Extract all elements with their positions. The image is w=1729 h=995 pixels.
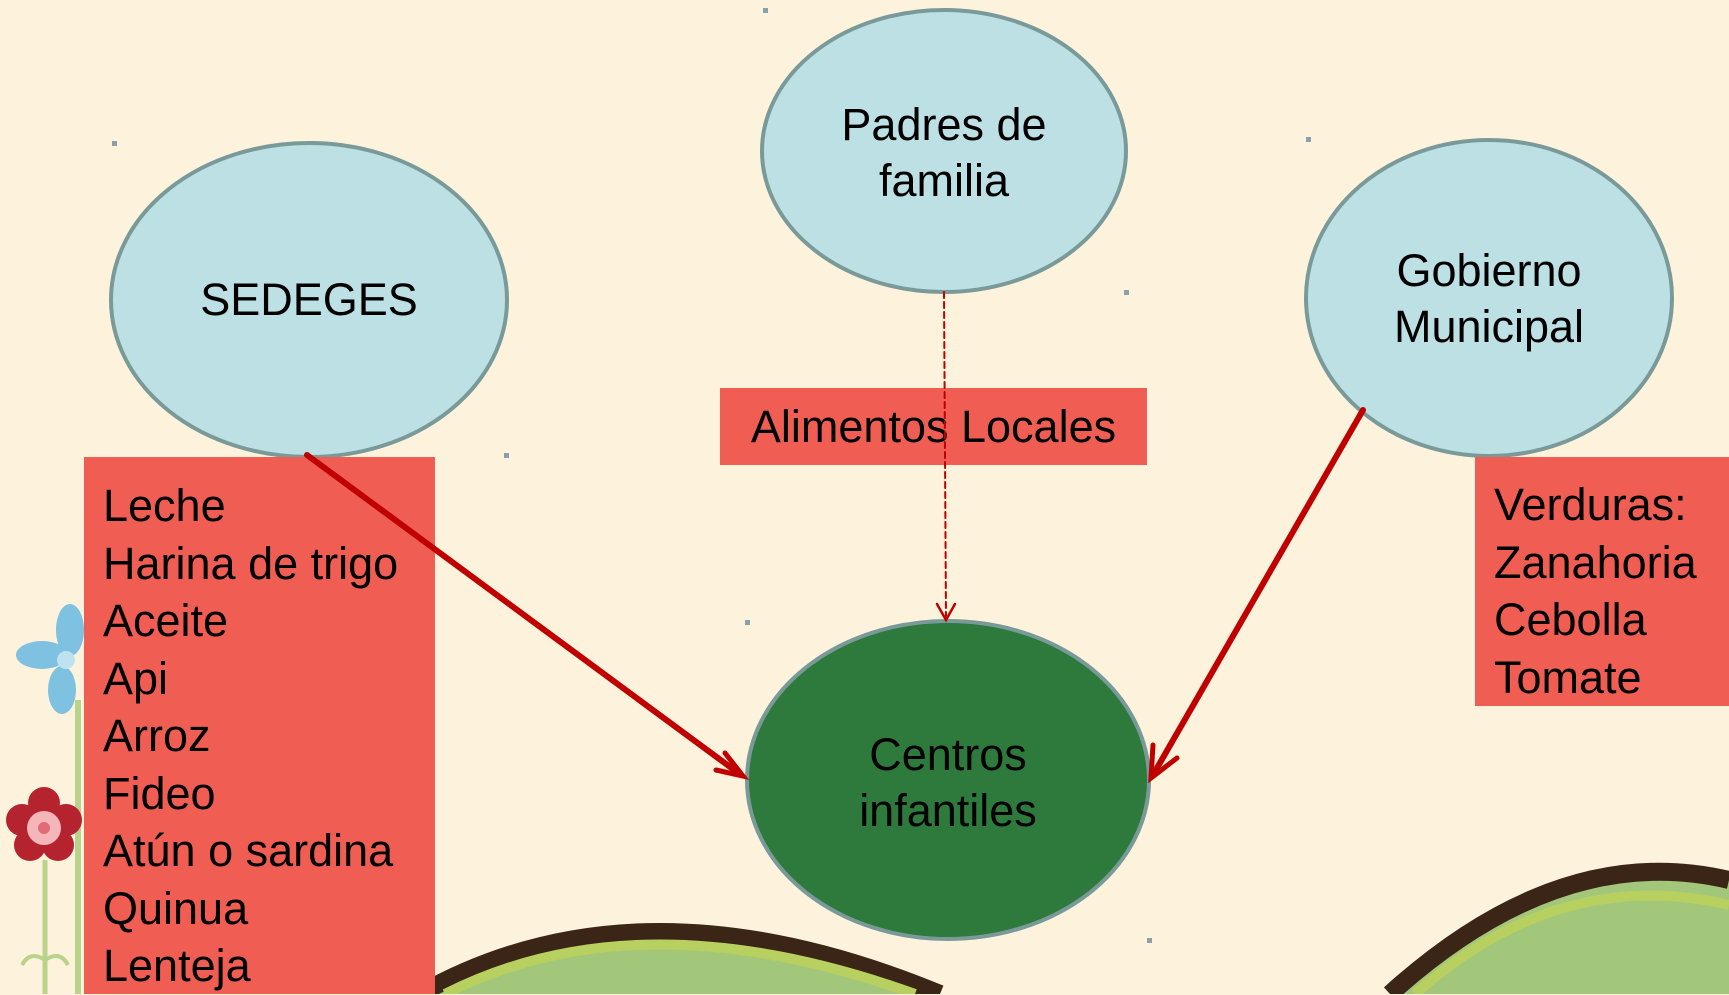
list-item: Lenteja [103,940,251,991]
list-item: Verduras: [1494,479,1687,530]
list-item: Arroz [103,710,211,761]
list-item: Atún o sardina [103,825,394,876]
blue-flower-icon [16,604,84,714]
list-item: Fideo [103,767,216,819]
flower-decoration [6,604,84,994]
list-item: Leche [103,480,226,531]
red-flower-icon [6,787,82,861]
list-item: Cebolla [1494,594,1647,645]
background-hills [415,862,1729,994]
alimentos-locales-box: Alimentos Locales [720,388,1147,465]
gobierno-label-line2: Municipal [1393,301,1585,352]
centros-label-wrap: Centros infantiles [747,727,1149,839]
centros-label-line2: infantiles [859,785,1037,836]
list-item: Zanahoria [1494,536,1697,588]
sedeges-label-wrap: SEDEGES [111,260,507,340]
sedeges-items-box: Leche Harina de trigo Aceite Api Arroz F… [84,457,435,994]
padres-label-line1: Padres de [841,99,1047,150]
list-item: Tomate [1494,651,1642,703]
verduras-items-box: Verduras: Zanahoria Cebolla Tomate [1475,457,1729,706]
gobierno-label-line1: Gobierno [1396,245,1582,296]
gobierno-node [1304,138,1674,458]
list-item: Harina de trigo [103,537,399,589]
padres-label-line2: familia [878,155,1010,206]
gobierno-label-wrap: Gobierno Municipal [1306,243,1672,355]
alimentos-locales-label: Alimentos Locales [750,400,1117,452]
list-item: Aceite [103,595,229,646]
list-item: Api [103,652,169,704]
list-item: Quinua [103,882,249,934]
padres-label-wrap: Padres de familia [762,97,1126,209]
centros-label-line1: Centros [869,729,1027,780]
sedeges-label: SEDEGES [200,274,418,325]
